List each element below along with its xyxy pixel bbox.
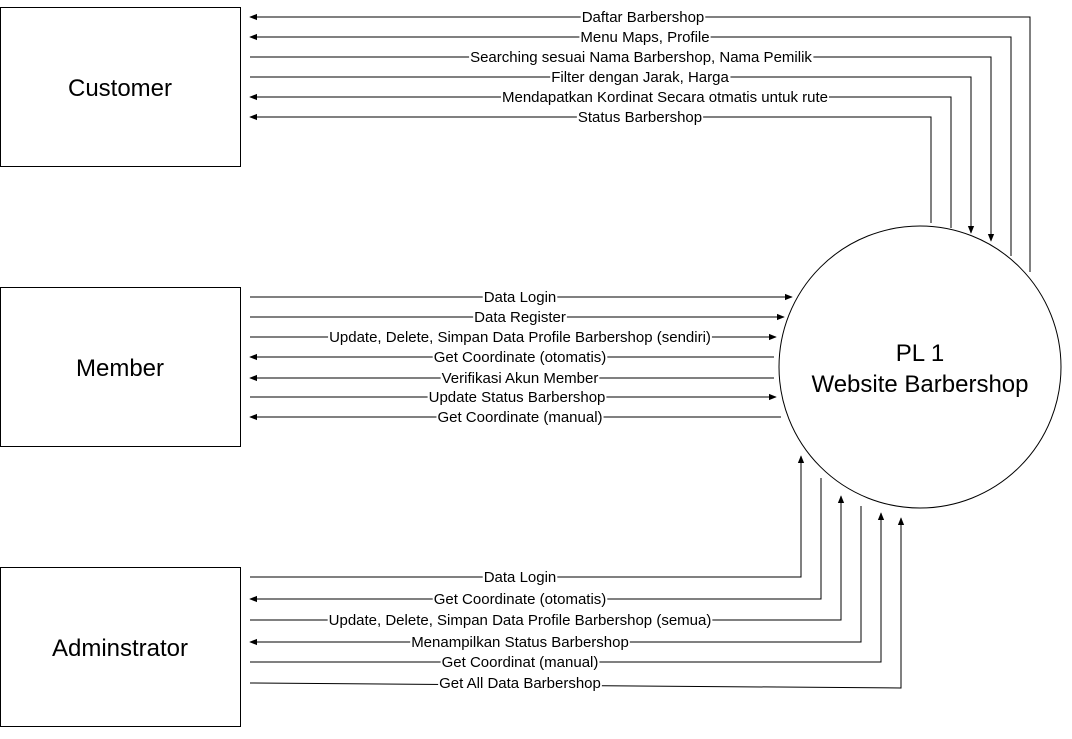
flow-label-background	[580, 9, 706, 26]
flow-label: Get All Data Barbershop	[439, 675, 601, 692]
flow-label-background	[410, 634, 630, 651]
flow-label-background	[469, 49, 814, 66]
flow-label: Update, Delete, Simpan Data Profile Barb…	[329, 329, 711, 346]
flow-label: Get Coordinate (otomatis)	[434, 349, 607, 366]
flow-label-background	[550, 69, 731, 86]
flow-label-background	[482, 569, 558, 586]
flow-line	[250, 76, 975, 234]
flow-label-background	[440, 370, 600, 387]
entity-member: Member	[0, 287, 241, 447]
flow-label-background	[438, 675, 602, 692]
flow-label-background	[576, 109, 704, 126]
entity-customer-label: Customer	[68, 75, 172, 102]
flow-label: Filter dengan Jarak, Harga	[551, 69, 729, 86]
flow-label: Data Register	[474, 309, 566, 326]
flow-label-background	[427, 389, 607, 406]
flow-label: Get Coordinate (manual)	[437, 409, 602, 426]
flow-label: Data Login	[484, 289, 557, 306]
process-website-barbershop: PL 1 Website Barbershop	[778, 225, 1062, 509]
flow-label-background	[482, 289, 558, 306]
flow-label: Verifikasi Akun Member	[442, 370, 599, 387]
flow-label-background	[579, 29, 711, 46]
flow-label: Daftar Barbershop	[582, 9, 705, 26]
flow-label: Menampilkan Status Barbershop	[411, 634, 629, 651]
flow-line	[249, 113, 932, 223]
flow-label: Get Coordinate (otomatis)	[434, 591, 607, 608]
flow-label-background	[327, 612, 713, 629]
flow-line	[249, 13, 1031, 272]
flow-line	[249, 93, 952, 228]
flow-label-background	[436, 409, 604, 426]
flow-label: Get Coordinat (manual)	[442, 654, 599, 671]
flow-label-background	[500, 89, 830, 106]
process-name-label: Website Barbershop	[811, 371, 1028, 398]
flow-line	[249, 33, 1012, 256]
flow-label-background	[328, 329, 712, 346]
flow-label: Mendapatkan Kordinat Secara otmatis untu…	[502, 89, 828, 106]
entity-member-label: Member	[76, 355, 164, 382]
flow-label: Update Status Barbershop	[429, 389, 606, 406]
flow-label: Status Barbershop	[578, 109, 702, 126]
entity-admin-label: Adminstrator	[52, 635, 188, 662]
flow-label: Update, Delete, Simpan Data Profile Barb…	[329, 612, 712, 629]
entity-customer: Customer	[0, 7, 241, 167]
flow-label-background	[432, 349, 608, 366]
flow-label: Searching sesuai Nama Barbershop, Nama P…	[470, 49, 812, 66]
flow-label-background	[473, 309, 567, 326]
flow-label-background	[440, 654, 600, 671]
entity-admin: Adminstrator	[0, 567, 241, 727]
flow-label-background	[432, 591, 608, 608]
flow-label: Menu Maps, Profile	[580, 29, 709, 46]
flow-line	[250, 455, 805, 578]
process-id-label: PL 1	[896, 340, 944, 367]
flow-label: Data Login	[484, 569, 557, 586]
